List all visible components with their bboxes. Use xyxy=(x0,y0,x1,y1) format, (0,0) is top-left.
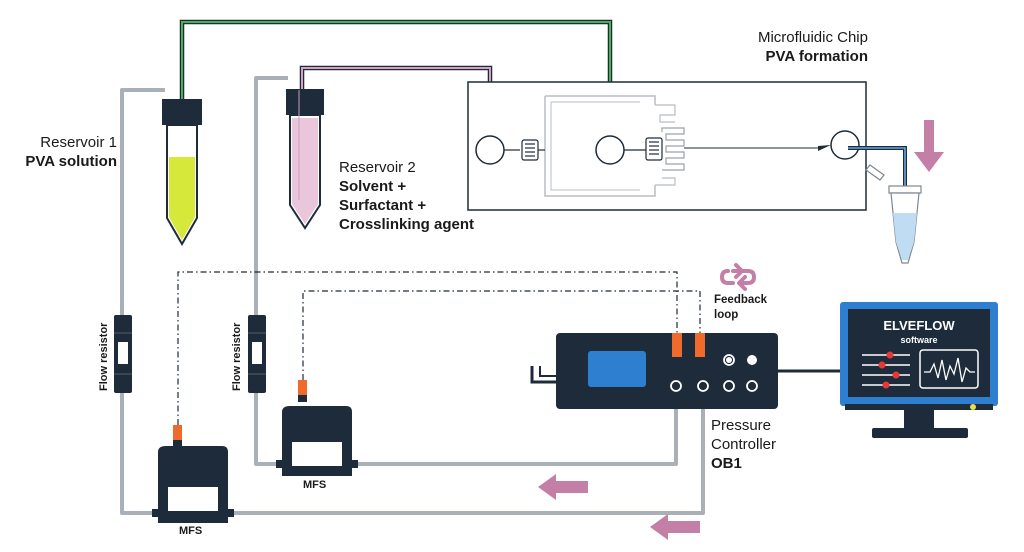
flow-arrow-left-1 xyxy=(538,474,588,500)
feedback-loop-icon xyxy=(719,263,757,291)
reservoir2-line-3: Crosslinking agent xyxy=(339,216,475,233)
tube-mfs2-to-ob1 xyxy=(352,385,678,466)
tube-resistor2-to-mfs2 xyxy=(254,393,282,466)
reservoir1-label: Reservoir 1 PVA solution xyxy=(13,133,117,171)
ob1-orange-port-2 xyxy=(695,333,705,357)
feedback-line-mfs2 xyxy=(302,290,701,380)
pink-tube-core xyxy=(301,67,491,152)
reservoir2-cap xyxy=(286,89,324,115)
chip-subtitle: PVA formation xyxy=(765,48,868,65)
vial-liquid xyxy=(893,213,917,260)
chip-inlet-2 xyxy=(595,135,625,165)
pc-model: OB1 xyxy=(711,455,742,472)
ob1-inlet-port-1 xyxy=(670,380,682,392)
tube-resistor1-to-mfs1 xyxy=(120,393,158,515)
reservoir2-line-1: Solvent + xyxy=(339,178,407,195)
computer-monitor: ELVEFLOW software xyxy=(840,302,998,438)
reservoir1-liquid xyxy=(169,157,195,240)
reservoir2-line-2: Surfactant + xyxy=(339,197,427,214)
chip-outlet xyxy=(830,130,860,160)
reservoir1-subtitle: PVA solution xyxy=(25,153,117,170)
pc-line2: Controller xyxy=(711,436,777,453)
software-sliders xyxy=(862,351,910,389)
monitor-stand xyxy=(904,410,934,430)
monitor-screen xyxy=(848,309,990,397)
chip-outer-channel xyxy=(544,95,656,197)
tube-mfs1-to-ob1 xyxy=(228,385,705,515)
reservoir1-title: Reservoir 1 xyxy=(40,134,117,151)
chip-filter-1 xyxy=(521,139,539,161)
reservoir2-label: Reservoir 2 Solvent + Surfactant + Cross… xyxy=(339,158,474,234)
chip-label: Microfluidic Chip PVA formation xyxy=(740,28,868,66)
tube-reservoir1-to-resistor1 xyxy=(120,88,165,315)
flow-resistor-1 xyxy=(114,315,132,393)
ob1-side-connector xyxy=(530,366,556,384)
software-waveform xyxy=(924,357,975,383)
ob1-orange-port-1 xyxy=(672,333,682,357)
reservoir2-title: Reservoir 2 xyxy=(339,159,416,176)
flow-resistor-2-label: Flow resistor xyxy=(231,322,243,391)
pink-tube xyxy=(299,65,493,152)
pressure-controller-ob1 xyxy=(530,333,778,409)
collection-vial xyxy=(865,164,922,264)
software-product: software xyxy=(900,335,937,345)
microfluidic-chip xyxy=(467,81,867,211)
chip-inlet-1 xyxy=(475,135,505,165)
chip-filter-2 xyxy=(645,137,663,161)
flow-resistor-2 xyxy=(248,315,266,393)
monitor-base xyxy=(872,428,968,438)
feedback-loop-label: Feedback loop xyxy=(714,293,767,323)
software-graph xyxy=(919,349,979,389)
mfs-1-label: MFS xyxy=(179,525,203,537)
reservoir2-liquid xyxy=(292,118,318,224)
pc-line1: Pressure xyxy=(711,417,772,434)
flow-resistor-1-label: Flow resistor xyxy=(98,322,110,391)
software-brand: ELVEFLOW xyxy=(883,318,955,333)
reservoir-1 xyxy=(162,99,202,247)
flow-down-arrow xyxy=(914,120,944,172)
mfs-sensor-2 xyxy=(276,380,358,476)
feedback-label-line2: loop xyxy=(714,309,739,321)
ob1-inlet-port-2 xyxy=(697,380,709,392)
tube-reservoir2-to-resistor2 xyxy=(254,76,288,315)
mfs-sensor-1 xyxy=(152,425,234,523)
chip-title: Microfluidic Chip xyxy=(757,29,868,46)
chip-serpentine xyxy=(661,127,685,171)
mfs-2-label: MFS xyxy=(303,479,327,491)
gray-tubing xyxy=(120,76,705,515)
flow-arrow-left-2 xyxy=(650,514,700,540)
feedback-label-line1: Feedback xyxy=(714,294,768,306)
reservoir-2 xyxy=(286,89,324,230)
feedback-line-mfs1 xyxy=(177,271,678,425)
feedback-lines xyxy=(177,271,701,425)
reservoir1-cap xyxy=(162,99,202,125)
pressure-controller-label: Pressure Controller OB1 xyxy=(711,416,776,473)
ob1-screen xyxy=(588,351,646,387)
